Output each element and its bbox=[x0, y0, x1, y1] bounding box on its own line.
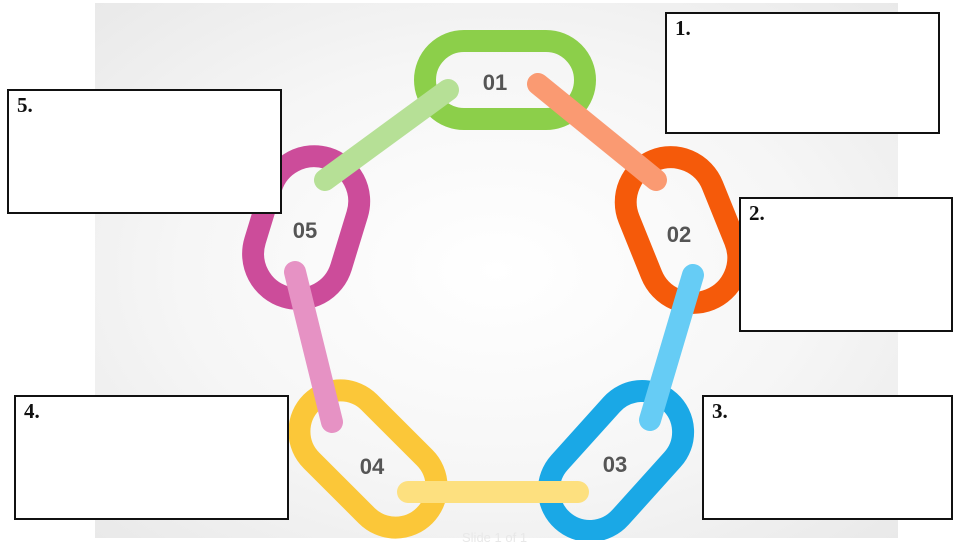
text-box-2-label: 2. bbox=[749, 201, 765, 225]
text-box-4[interactable]: 4. bbox=[14, 395, 289, 520]
chain-link-02: 02 bbox=[614, 146, 750, 314]
chain-link-04-number: 04 bbox=[360, 454, 385, 479]
text-box-5[interactable]: 5. bbox=[7, 89, 282, 214]
chain-link-01-number: 01 bbox=[483, 70, 507, 95]
text-box-5-label: 5. bbox=[17, 93, 33, 117]
chain-link-05: 05 bbox=[242, 145, 371, 310]
connector-04-05 bbox=[284, 261, 343, 433]
slide-caption: Slide 1 of 1 bbox=[462, 530, 528, 545]
text-box-1-label: 1. bbox=[675, 16, 691, 40]
connector-02-03 bbox=[639, 264, 704, 431]
chain-link-02-ring bbox=[614, 146, 750, 314]
text-box-2[interactable]: 2. bbox=[739, 197, 953, 332]
chain-link-05-number: 05 bbox=[293, 218, 317, 243]
text-box-4-label: 4. bbox=[24, 399, 40, 423]
chain-link-03-ring bbox=[537, 380, 695, 540]
text-box-3[interactable]: 3. bbox=[702, 395, 953, 520]
chain-link-05-ring bbox=[242, 145, 371, 310]
chain-link-01: 01 bbox=[414, 30, 596, 130]
text-box-1[interactable]: 1. bbox=[665, 12, 940, 134]
connector-05-01 bbox=[314, 79, 459, 191]
chain-link-03-number: 03 bbox=[603, 452, 627, 477]
connector-01-02 bbox=[527, 73, 667, 191]
chain-link-03: 03 bbox=[537, 380, 695, 540]
chain-link-02-number: 02 bbox=[667, 222, 691, 247]
chain-link-04: 04 bbox=[288, 379, 448, 539]
chain-link-04-ring bbox=[288, 379, 448, 539]
text-box-3-label: 3. bbox=[712, 399, 728, 423]
chain-link-01-ring bbox=[414, 30, 596, 130]
